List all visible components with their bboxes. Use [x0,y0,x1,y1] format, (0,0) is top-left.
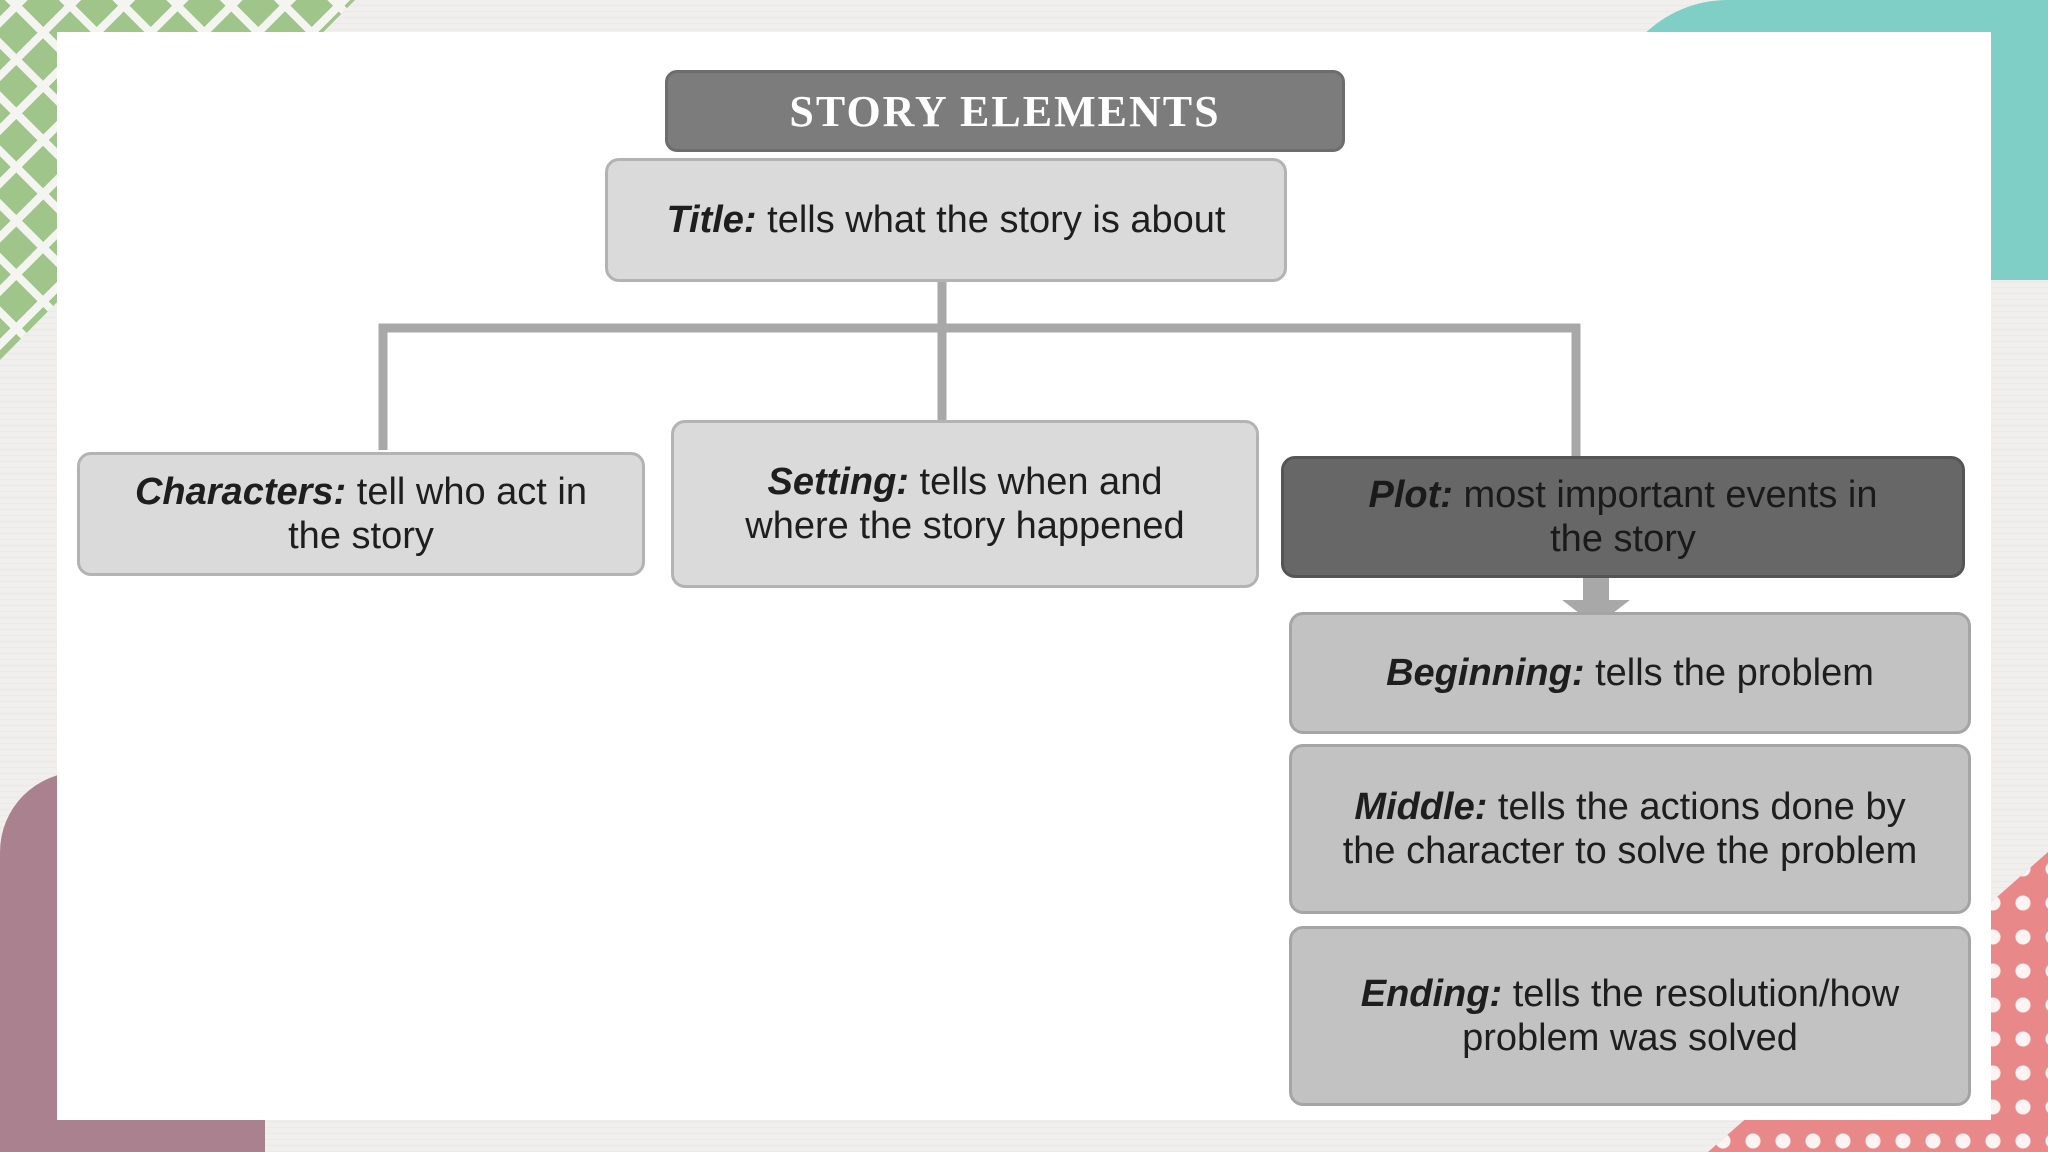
node-characters: Characters: tell who act in the story [77,452,645,576]
node-setting-text: Setting: tells when and where the story … [734,460,1196,548]
node-characters-text: Characters: tell who act in the story [110,470,612,558]
node-beginning: Beginning: tells the problem [1289,612,1971,734]
node-characters-desc: tell who act in the story [288,471,587,557]
node-setting-desc: tells when and where the story happened [745,461,1185,547]
node-plot-desc: most important events in the story [1452,474,1878,560]
node-middle-desc: tells the actions done by the character … [1342,786,1918,872]
node-characters-term: Characters: [134,471,347,513]
diagram-header: STORY ELEMENTS [665,70,1345,152]
node-ending-text: Ending: tells the resolution/how problem… [1352,972,1908,1060]
node-ending: Ending: tells the resolution/how problem… [1289,926,1971,1106]
node-beginning-text: Beginning: tells the problem [1386,651,1874,695]
node-middle-term: Middle: [1354,786,1488,828]
node-middle: Middle: tells the actions done by the ch… [1289,744,1971,914]
node-title-text: Title: tells what the story is about [667,198,1226,242]
node-plot-term: Plot: [1368,474,1453,516]
node-ending-desc: tells the resolution/how problem was sol… [1462,973,1900,1059]
node-title-desc: tells what the story is about [756,199,1226,241]
node-title: Title: tells what the story is about [605,158,1287,282]
node-setting-term: Setting: [767,461,909,503]
diagram-header-text: STORY ELEMENTS [789,86,1221,136]
node-beginning-term: Beginning: [1386,652,1585,694]
node-setting: Setting: tells when and where the story … [671,420,1259,588]
node-plot: Plot: most important events in the story [1281,456,1965,578]
node-beginning-desc: tells the problem [1584,652,1874,694]
node-ending-term: Ending: [1360,973,1503,1015]
node-middle-text: Middle: tells the actions done by the ch… [1332,785,1928,873]
connector-lines [378,282,1630,626]
node-title-term: Title: [666,199,757,241]
node-plot-text: Plot: most important events in the story [1364,473,1882,561]
slide-panel: STORY ELEMENTS Title: tells what the sto… [57,32,1991,1120]
